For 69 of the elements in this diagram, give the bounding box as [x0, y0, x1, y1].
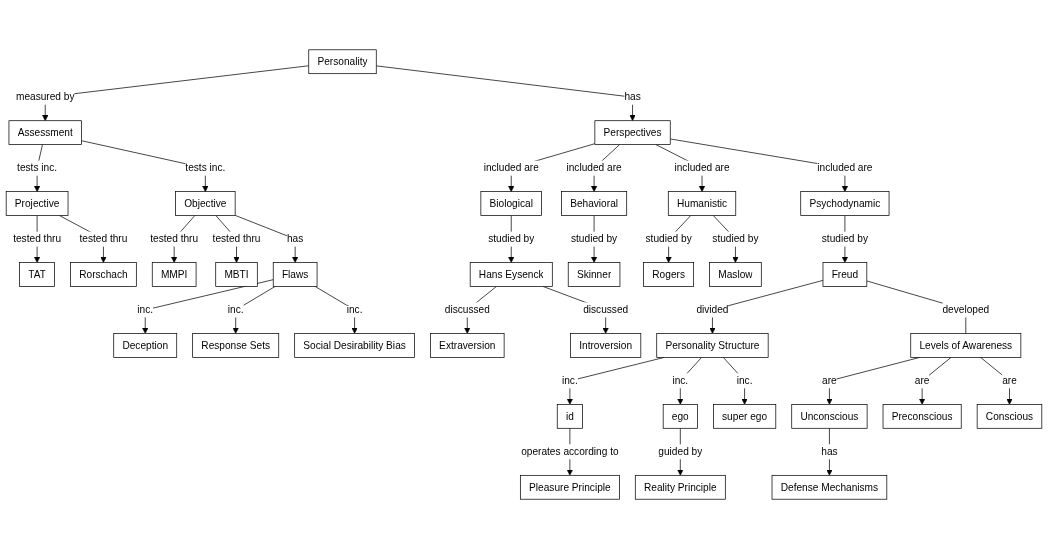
node-box: Assessment	[8, 120, 82, 145]
node-box: Rogers	[643, 262, 694, 287]
edge-label: tested thru	[13, 232, 62, 245]
node-box: Skinner	[567, 262, 621, 287]
node-box: Hans Eysenck	[469, 262, 553, 287]
node-box: Social Desirability Bias	[294, 333, 415, 358]
edge-label: are	[914, 374, 930, 387]
edge-label: measured by	[15, 91, 75, 103]
edge-label: inc.	[672, 374, 689, 387]
edge-label: discussed	[583, 303, 629, 316]
edge-label: has	[624, 91, 641, 103]
edge-label: developed	[942, 303, 990, 316]
edge-label: inc.	[346, 303, 363, 316]
node-box: Levels of Awareness	[910, 333, 1022, 358]
node-box: Response Sets	[192, 333, 280, 358]
node-box: super ego	[713, 404, 777, 429]
edge-label: inc.	[561, 374, 578, 387]
edge-label: guided by	[658, 445, 703, 458]
edge-label: included are	[566, 161, 622, 174]
node-box: Rorschach	[70, 262, 137, 287]
edge-label: discussed	[444, 303, 490, 316]
edge-label: included are	[674, 161, 730, 174]
node-box: Projective	[5, 191, 69, 216]
edge-label: included are	[817, 161, 873, 174]
node-box: TAT	[19, 262, 55, 287]
node-box: Objective	[175, 191, 236, 216]
node-box: Personality	[308, 49, 377, 75]
node-box: Conscious	[976, 404, 1043, 429]
edge-label: studied by	[821, 232, 868, 245]
node-box: Behavioral	[561, 191, 628, 216]
edge-label: divided	[696, 303, 729, 316]
edge-label: studied by	[488, 232, 535, 245]
node-box: Pleasure Principle	[520, 474, 620, 500]
edge-label: included are	[483, 161, 539, 174]
edge-label: tested thru	[150, 232, 199, 245]
node-box: Extraversion	[430, 333, 505, 358]
edge-label: are	[1002, 374, 1017, 387]
node-box: Reality Principle	[634, 474, 726, 500]
node-box: Deception	[113, 333, 178, 358]
edge-label: tests inc.	[185, 161, 226, 174]
edge-label: inc.	[227, 303, 244, 316]
node-box: MBTI	[215, 262, 258, 287]
edge-label: tested thru	[212, 232, 261, 245]
node-box: Personality Structure	[656, 333, 769, 358]
node-box: Introversion	[570, 333, 642, 358]
node-box: Perspectives	[594, 120, 671, 145]
node-box: Biological	[480, 191, 542, 216]
node-box: Preconscious	[882, 404, 962, 429]
edge-label: has	[821, 445, 838, 458]
node-box: Humanistic	[667, 191, 737, 216]
node-box: Maslow	[709, 262, 762, 287]
node-box: id	[556, 404, 583, 429]
node-box: Defense Mechanisms	[771, 474, 888, 500]
node-box: Flaws	[272, 262, 318, 287]
edge-label: inc.	[736, 374, 753, 387]
edge-label: operates according to	[521, 445, 619, 458]
edge-label: are	[822, 374, 837, 387]
edge-label: tests inc.	[17, 161, 58, 174]
edge-label: tested thru	[79, 232, 128, 245]
edge-label: studied by	[712, 232, 759, 245]
edge-label: studied by	[645, 232, 692, 245]
node-box: Unconscious	[791, 404, 868, 429]
edge-label: studied by	[570, 232, 618, 245]
node-box: ego	[662, 404, 698, 429]
node-box: Psychodynamic	[800, 191, 890, 216]
edge-label: has	[286, 232, 304, 245]
node-box: Freud	[822, 262, 868, 287]
edge-label: inc.	[137, 303, 154, 316]
node-box: MMPI	[151, 262, 197, 287]
